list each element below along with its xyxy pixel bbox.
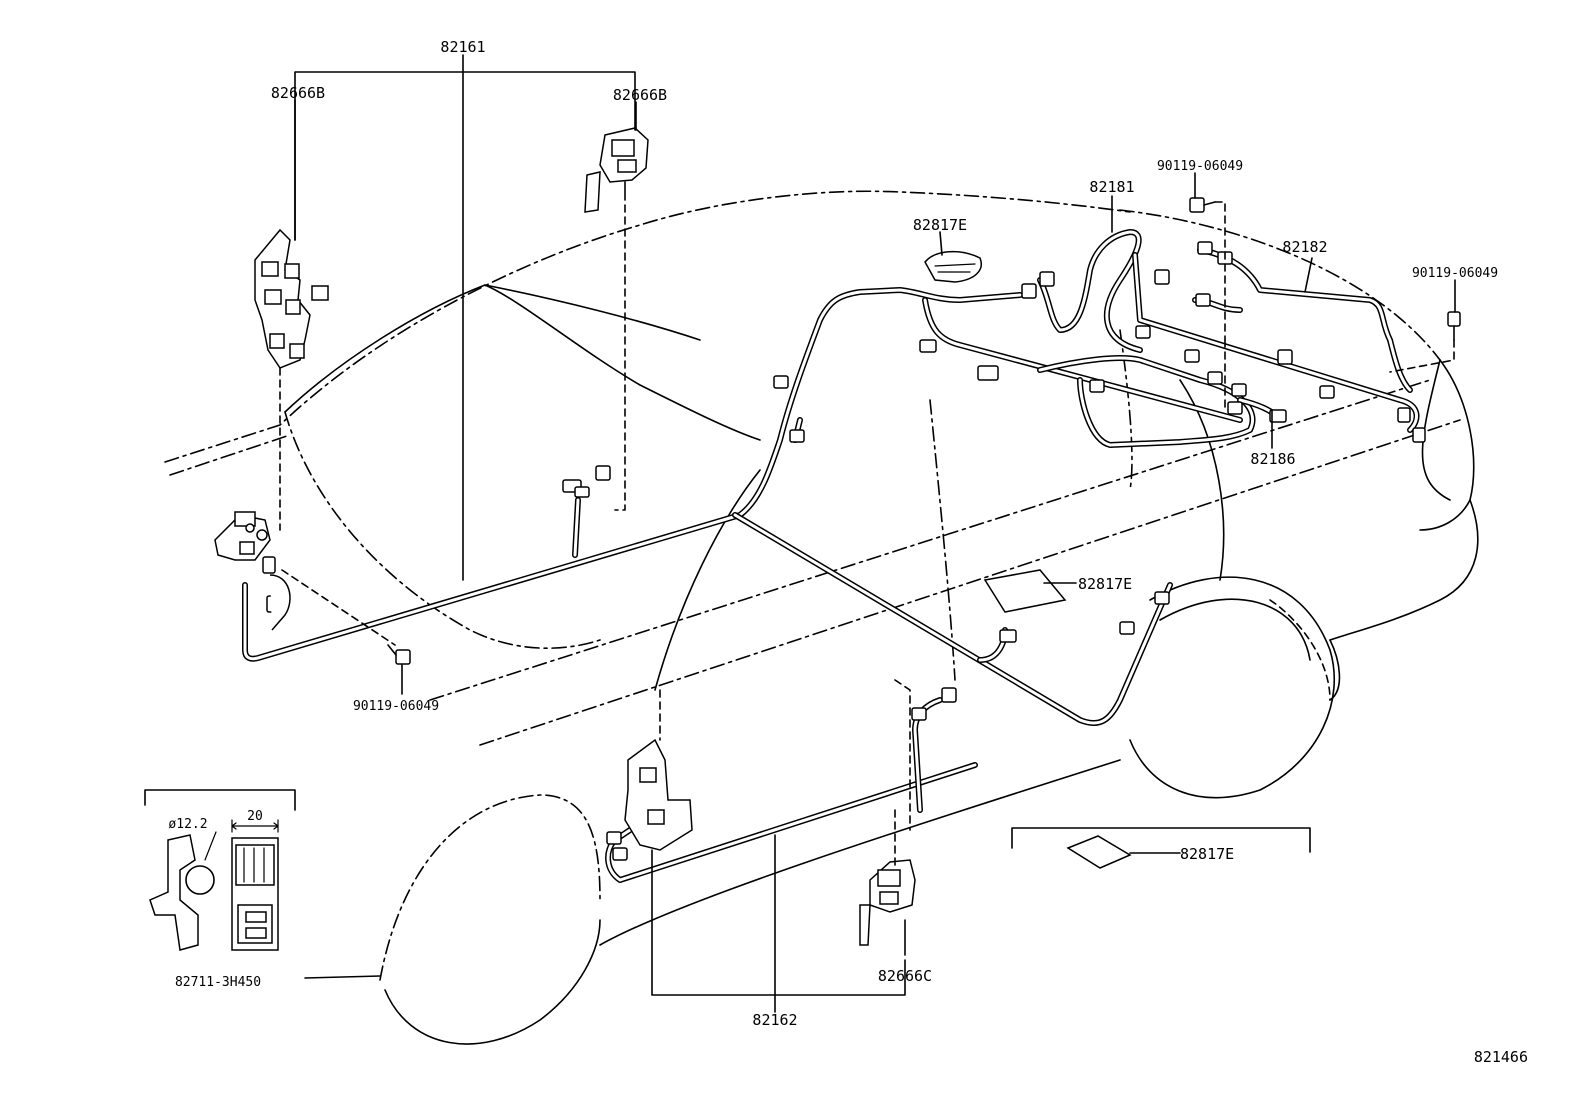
car-body-outline [164,190,1479,1045]
label-82817e-floor: 82817E [1078,575,1132,593]
bolt-left [387,644,411,665]
reference-lines [279,201,1455,866]
label-82182: 82182 [1282,238,1327,256]
label-82666b-left: 82666B [271,84,325,102]
figure-number: 821466 [1474,1048,1528,1066]
label-82666b-center: 82666B [613,86,667,104]
clamp-82666c-left [624,738,693,851]
connectors [262,241,1426,861]
clamp-82666b-front [214,511,291,631]
label-82162: 82162 [752,1011,797,1029]
bolt-right [1447,311,1461,341]
label-clip-diameter: ø12.2 [168,817,207,832]
label-82711-3h450: 82711-3H450 [175,975,261,990]
inset-pad-82817e [1066,835,1132,869]
leader-lines [294,54,1456,1013]
bolt-top [1189,197,1216,213]
clamp-82666c [859,859,916,946]
clip-detail-inset [144,789,296,951]
part-labels: 82161 82666B 82666B 82181 82182 82186 90… [168,38,1528,1066]
clamp-82666b-center [584,127,649,213]
label-82181: 82181 [1089,178,1134,196]
label-82666c: 82666C [878,967,932,985]
harness-82161 [242,287,1173,727]
clamp-82666b-left [254,228,329,369]
label-82186: 82186 [1250,450,1295,468]
label-82817e-inset: 82817E [1180,845,1234,863]
label-bolt-top: 90119-06049 [1157,159,1243,174]
pad-inset-box [1011,827,1311,853]
harness-82181-82182 [922,229,1420,448]
label-82161: 82161 [440,38,485,56]
label-82817e-roof: 82817E [913,216,967,234]
label-bolt-left: 90119-06049 [353,699,439,714]
label-clip-width: 20 [247,809,263,824]
roof-cover-82817e [924,250,982,283]
floor-pad-82817e [983,569,1067,613]
label-bolt-right: 90119-06049 [1412,266,1498,281]
